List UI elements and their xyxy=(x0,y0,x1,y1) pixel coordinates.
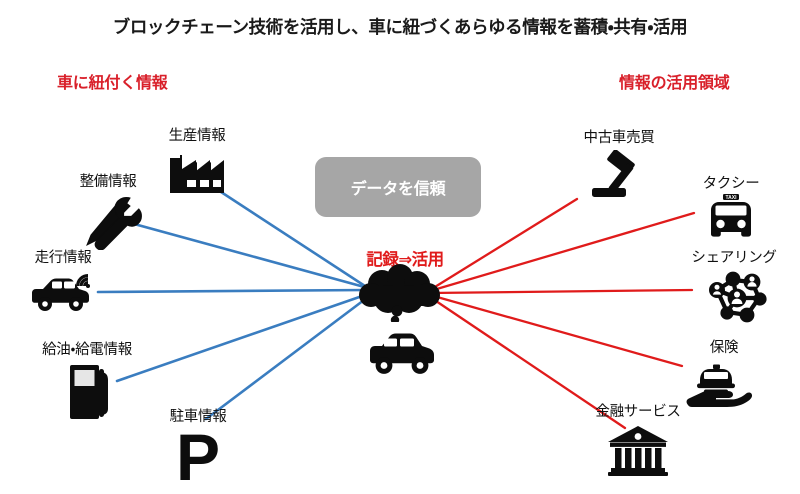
node-label-maintenance: 整備情報 xyxy=(79,174,137,190)
hub-caption: 記録⇒活用 xyxy=(366,251,444,269)
node-maintenance-info: 整備情報 xyxy=(62,170,154,250)
node-label-financial-services: 金融サービス xyxy=(595,404,681,420)
link-taxi xyxy=(428,211,696,293)
node-sharing: シェアリング xyxy=(691,246,782,324)
right-link-group xyxy=(428,197,696,430)
fuel-pump-icon xyxy=(70,365,108,419)
node-label-parking: 駐車情報 xyxy=(169,409,227,425)
link-driving xyxy=(96,288,370,294)
trust-data-box: データを信頼 xyxy=(315,157,481,217)
node-label-insurance: 保険 xyxy=(709,340,739,356)
node-financial-services: 金融サービス xyxy=(578,400,698,476)
link-fuel xyxy=(115,292,370,383)
node-label-production: 生産情報 xyxy=(168,128,226,144)
node-driving-info: 走行情報 xyxy=(23,246,109,313)
link-sharing xyxy=(428,288,694,295)
gavel-icon xyxy=(592,150,635,197)
bank-icon xyxy=(608,426,668,476)
car-wifi-icon xyxy=(32,274,90,311)
network-share-icon xyxy=(709,271,767,323)
car-on-hand-icon xyxy=(686,364,753,407)
node-taxi: タクシー TAXI xyxy=(690,172,772,240)
trust-data-label: データを信頼 xyxy=(350,181,446,198)
heading-vehicle-linked-info: 車に紐付く情報 xyxy=(57,75,168,92)
taxi-icon: TAXI xyxy=(711,194,751,237)
node-insurance: 保険 xyxy=(678,336,756,407)
hub-cloud xyxy=(352,264,448,322)
node-label-taxi: タクシー xyxy=(702,176,760,192)
hub-vehicle xyxy=(362,330,438,376)
car-icon xyxy=(370,333,434,374)
wrench-screwdriver-icon xyxy=(86,197,142,250)
node-production-info: 生産情報 xyxy=(152,124,242,195)
link-insurance xyxy=(428,293,684,368)
link-parking xyxy=(204,295,370,421)
page-title: ブロックチェーン技術を活用し、車に紐づくあらゆる情報を蓄積・共有・活用 xyxy=(112,17,688,37)
link-maintenance xyxy=(125,220,370,290)
parking-p-icon: P xyxy=(176,424,220,486)
node-label-fuel-charge: 給油・給電情報 xyxy=(42,342,132,358)
heading-information-usage-areas: 情報の活用領域 xyxy=(619,75,730,92)
node-fuel-charge-info: 給油・給電情報 xyxy=(22,338,152,421)
node-used-car-trading: 中古車売買 xyxy=(566,126,672,204)
cloud-icon xyxy=(359,264,440,322)
node-parking-info: 駐車情報 P xyxy=(152,405,244,486)
node-label-sharing: シェアリング xyxy=(691,250,777,266)
node-label-used-car: 中古車売買 xyxy=(583,130,655,146)
svg-text:TAXI: TAXI xyxy=(725,195,737,201)
node-label-driving: 走行情報 xyxy=(34,250,92,266)
factory-icon xyxy=(170,155,224,193)
svg-text:P: P xyxy=(176,424,220,486)
